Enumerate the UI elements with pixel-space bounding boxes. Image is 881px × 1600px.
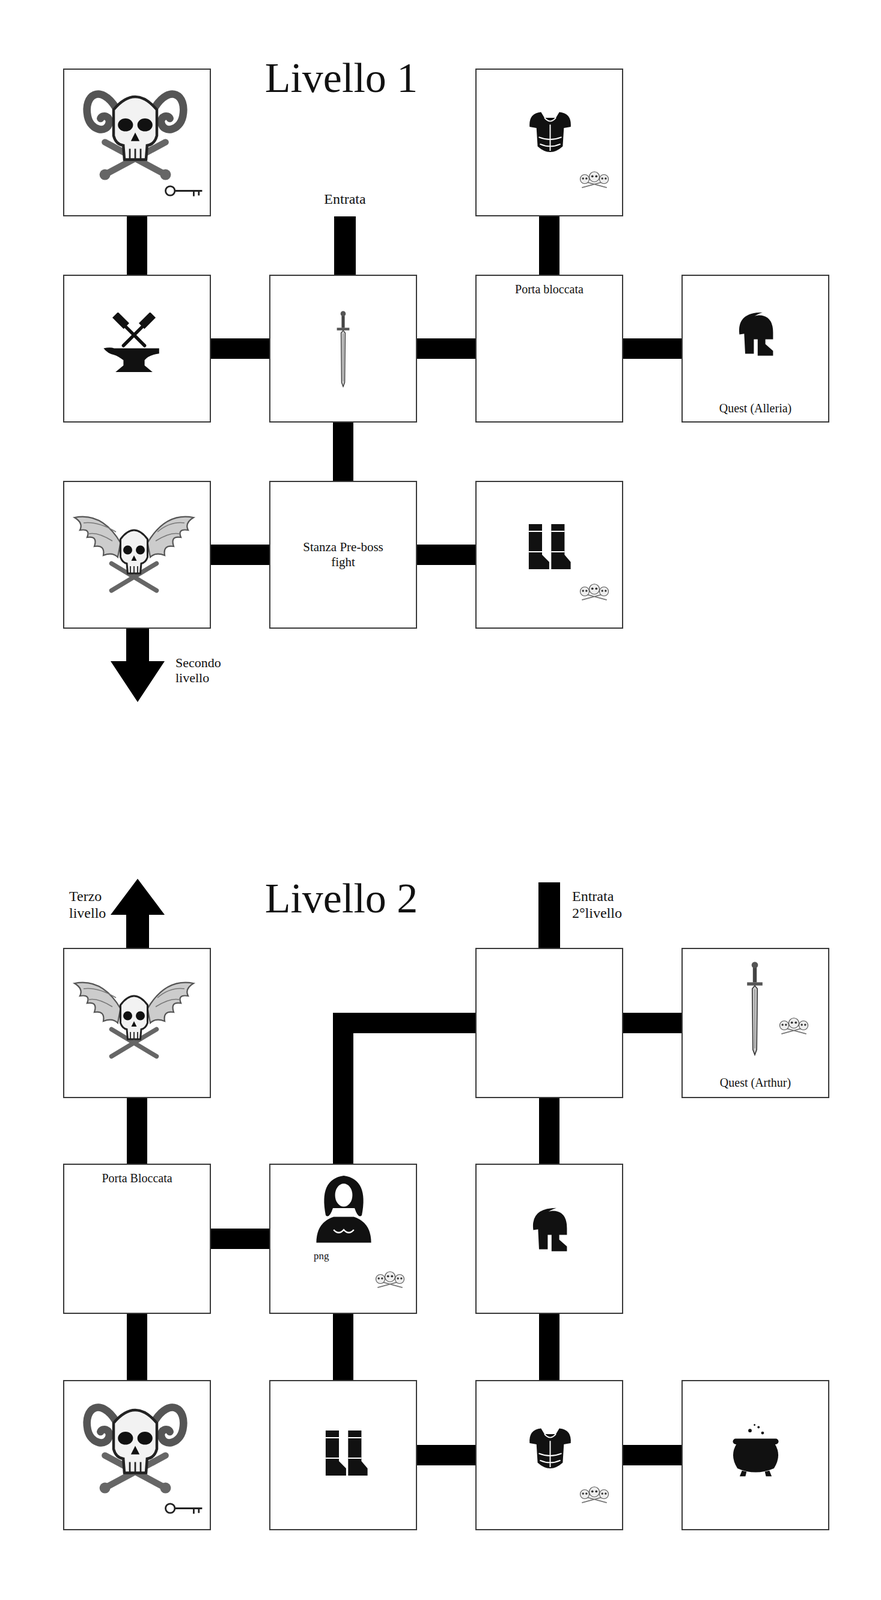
room-box: [63, 1379, 211, 1531]
winged-skull-icon: [74, 982, 194, 1057]
room-box: Porta bloccata: [475, 274, 624, 423]
monster-icon: [375, 1271, 404, 1288]
room-box: [269, 274, 418, 423]
corridor: [126, 1313, 148, 1380]
room-box: Stanza Pre-boss fight: [269, 480, 418, 629]
corridor: [539, 1097, 560, 1164]
room-box: [475, 1163, 624, 1314]
monster-icon: [579, 171, 609, 188]
corridor: [210, 1228, 270, 1249]
exit-arrow-head: [110, 878, 165, 915]
exit-arrow-shaft: [126, 912, 150, 948]
boots-icon: [325, 1430, 368, 1476]
armor-icon: [529, 111, 571, 153]
entrance-bar: [334, 216, 356, 275]
room-box: Quest (Alleria): [681, 274, 830, 423]
corridor: [343, 1022, 476, 1164]
ram-skull-icon: [87, 94, 184, 181]
sword-icon: [337, 311, 350, 388]
corridor: [417, 544, 476, 565]
room-label: Quest (Alleria): [719, 400, 793, 416]
room-box: [475, 947, 624, 1098]
room-box: [63, 274, 211, 423]
corridor: [210, 338, 270, 359]
room-box: [681, 1379, 830, 1531]
room-label: Porta Bloccata: [101, 1170, 172, 1186]
key-icon: [165, 1503, 203, 1514]
entrance-bar: [538, 882, 561, 948]
helmet-icon: [533, 1207, 567, 1252]
room-box: [269, 1379, 418, 1531]
monster-icon: [579, 584, 609, 600]
helmet-icon: [739, 312, 773, 356]
monster-icon: [579, 1486, 609, 1503]
entrance-label: Entrata 2°livello: [572, 888, 639, 922]
boots-icon: [528, 524, 571, 570]
corridor: [539, 1313, 560, 1380]
level-title: Livello 2: [265, 874, 419, 924]
anvil-icon: [103, 311, 159, 372]
corridor: [417, 338, 476, 359]
corridor: [332, 1313, 354, 1380]
exit-label: Secondo livello: [175, 655, 236, 686]
corridor: [417, 1444, 476, 1466]
room-box: Porta Bloccata: [63, 1163, 211, 1314]
corridor: [539, 216, 560, 275]
room-box: [63, 480, 211, 629]
level-title: Livello 1: [265, 54, 419, 103]
corridor: [623, 338, 682, 359]
exit-label: Terzo livello: [69, 888, 130, 922]
room-box: [475, 1379, 624, 1531]
exit-arrow-shaft: [126, 628, 150, 664]
key-icon: [165, 186, 203, 197]
winged-skull-icon: [74, 516, 194, 591]
ram-skull-icon: [87, 1407, 184, 1494]
corridor: [623, 1012, 682, 1034]
corridor: [332, 422, 354, 481]
room-label: png: [313, 1249, 330, 1263]
corridor: [210, 544, 270, 565]
armor-icon: [529, 1427, 571, 1469]
room-label: Porta bloccata: [515, 281, 584, 297]
cauldron-icon: [733, 1423, 779, 1476]
monster-icon: [779, 1018, 808, 1034]
corridor: [623, 1444, 682, 1466]
room-box: [475, 68, 624, 217]
room-label: Stanza Pre-boss fight: [295, 539, 392, 570]
corridor: [126, 216, 148, 275]
room-box: [63, 68, 211, 217]
exit-arrow-head: [110, 661, 165, 702]
room-box: [475, 480, 624, 629]
npc-icon: [316, 1175, 371, 1243]
sword-icon: [746, 961, 763, 1055]
room-label: Quest (Arthur): [719, 1075, 791, 1090]
room-box: [63, 947, 211, 1098]
room-box: Quest (Arthur): [681, 947, 830, 1098]
entrance-label: Entrata: [323, 191, 366, 208]
room-box: png: [269, 1163, 418, 1314]
corridor: [126, 1097, 148, 1164]
